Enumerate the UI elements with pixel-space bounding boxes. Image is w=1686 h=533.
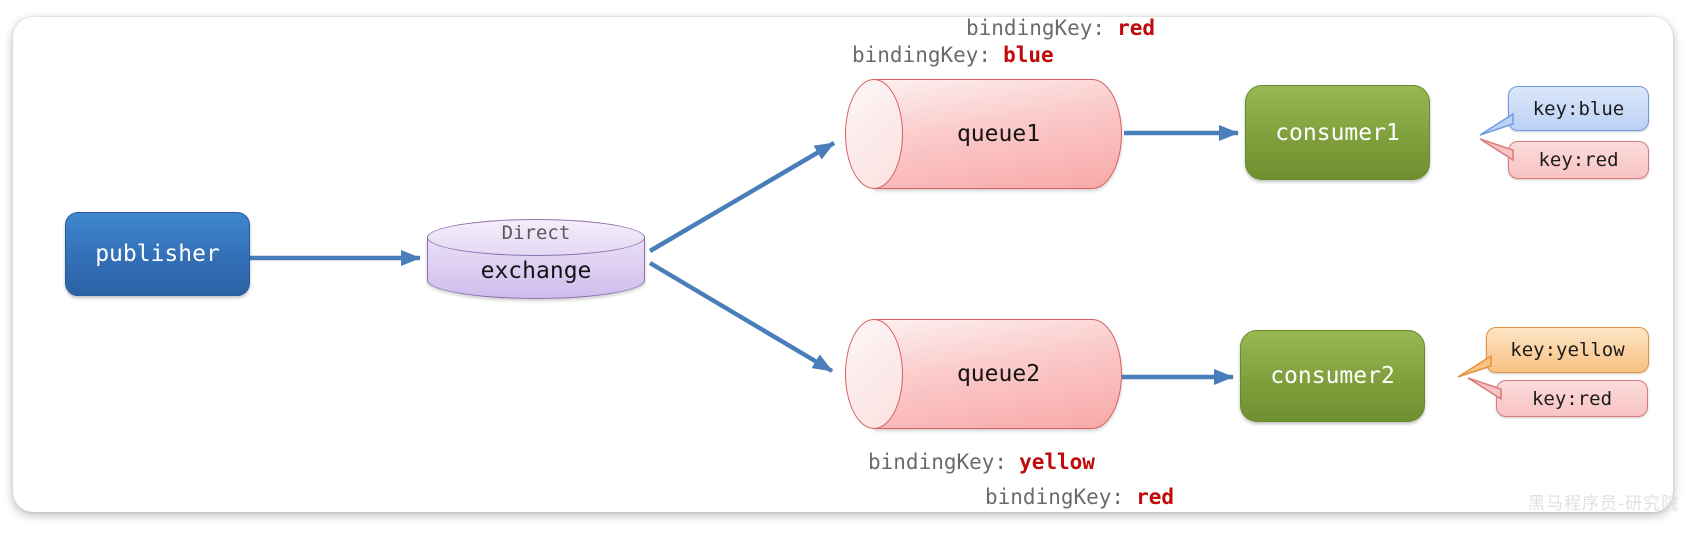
tag-key-blue-label: key:blue [1532,97,1625,120]
consumer1-box: consumer1 [1245,85,1430,180]
binding-key-value: red [1136,485,1175,509]
exchange-cylinder: Direct exchange [427,219,645,299]
queue1-label: queue1 [956,121,1041,147]
watermark-text: 黑马程序员-研究院 [1528,494,1680,514]
queue2-cylinder-body [874,319,1122,429]
tag-key-blue: key:blue [1479,86,1649,136]
queue1-cylinder: queue1 [845,79,1122,189]
binding-key-value: blue [1003,43,1054,67]
tag-key-red-consumer1: key:red [1479,138,1649,179]
binding-key-value: red [1117,16,1156,40]
tag-tail-icon [1479,138,1514,162]
queue2-cylinder: queue2 [845,319,1122,429]
queue1-cylinder-cap [845,79,903,189]
queue2-cylinder-cap [845,319,903,429]
consumer2-label: consumer2 [1270,363,1395,389]
exchange-cylinder-top [427,219,645,256]
queue1-cylinder-body [874,79,1122,189]
queue2-label: queue2 [956,361,1041,387]
exchange-name-label: exchange [480,258,592,284]
binding-key-prefix: bindingKey: [966,16,1106,40]
binding-key-prefix: bindingKey: [985,485,1125,509]
binding-key-label-queue2-red: bindingKey: red [985,486,1174,509]
exchange-type-label: Direct [501,222,571,244]
tag-key-yellow: key:yellow [1457,327,1649,378]
consumer1-label: consumer1 [1275,119,1400,146]
binding-key-prefix: bindingKey: [852,43,992,67]
tag-key-yellow-label: key:yellow [1510,339,1625,361]
tag-key-red-consumer2: key:red [1467,377,1648,417]
binding-key-prefix: bindingKey: [868,450,1008,474]
tag-tail-icon [1467,377,1502,401]
tag-tail-icon [1457,354,1492,378]
tag-tail-icon [1479,112,1514,136]
binding-key-value: yellow [1019,450,1095,474]
binding-key-label-queue2-yellow: bindingKey: yellow [868,451,1095,474]
publisher-label: publisher [95,241,220,267]
binding-key-label-queue1-blue: bindingKey: blue [852,44,1054,67]
publisher-box: publisher [65,212,250,296]
tag-key-red-consumer1-label: key:red [1538,149,1619,171]
binding-key-label-queue1-red: bindingKey: red [966,17,1155,40]
tag-key-red-consumer2-label: key:red [1531,387,1613,410]
consumer2-box: consumer2 [1240,330,1425,422]
